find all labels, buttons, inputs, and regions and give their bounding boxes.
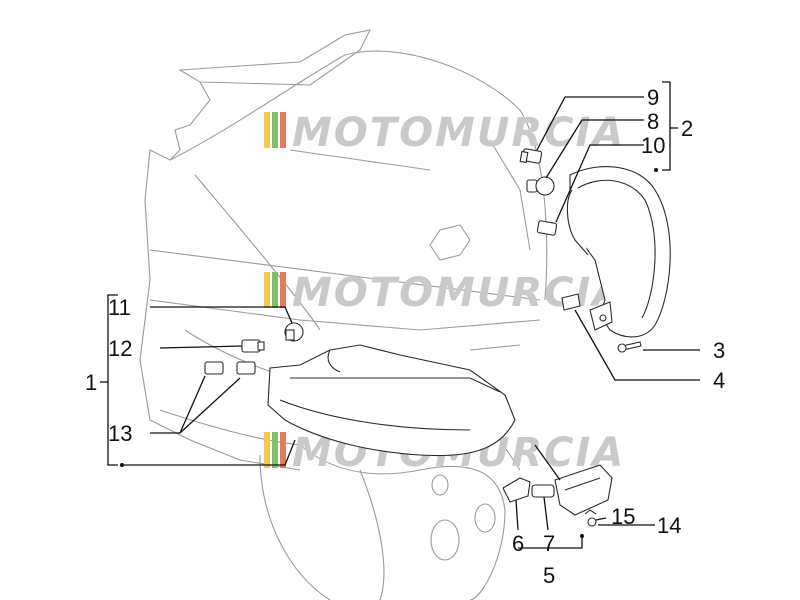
callout-15: 15 (611, 504, 635, 529)
callout-11: 11 (108, 295, 131, 320)
callout-3: 3 (713, 338, 725, 363)
callout-labels: 9 8 10 2 3 4 11 12 1 13 6 7 5 15 14 (85, 85, 725, 588)
callout-5: 5 (543, 563, 555, 588)
callout-1: 1 (85, 370, 97, 395)
callout-14: 14 (657, 513, 681, 538)
socket-12 (241, 339, 265, 353)
callout-7: 7 (543, 531, 555, 556)
watermark-text: MOTOMURCIA (292, 110, 625, 156)
screw-3 (617, 341, 642, 353)
bulb-8 (526, 176, 555, 196)
callout-9: 9 (647, 85, 659, 110)
license-plate-light (554, 464, 613, 516)
screw-15 (584, 509, 597, 527)
socket-13 (204, 361, 256, 375)
bulb-11 (284, 322, 304, 342)
callout-6: 6 (512, 531, 524, 556)
watermark-top: MOTOMURCIA (264, 110, 625, 156)
leader-lines (100, 81, 700, 549)
callout-2: 2 (681, 116, 693, 141)
callout-13: 13 (108, 421, 132, 446)
bulb-7 (531, 484, 555, 498)
callout-8: 8 (647, 109, 659, 134)
socket-10 (536, 220, 558, 236)
right-indicator-lens (566, 166, 671, 338)
scooter-rear-body (139, 29, 548, 600)
watermark-text: MOTOMURCIA (292, 270, 625, 316)
callout-10: 10 (641, 133, 665, 158)
watermark-middle: MOTOMURCIA (264, 270, 625, 316)
callout-4: 4 (713, 368, 725, 393)
clip-4 (561, 293, 581, 311)
left-indicator-lens (267, 344, 516, 457)
bulb-holder-9 (519, 148, 543, 164)
callout-12: 12 (108, 336, 132, 361)
bracket-6 (502, 477, 531, 503)
